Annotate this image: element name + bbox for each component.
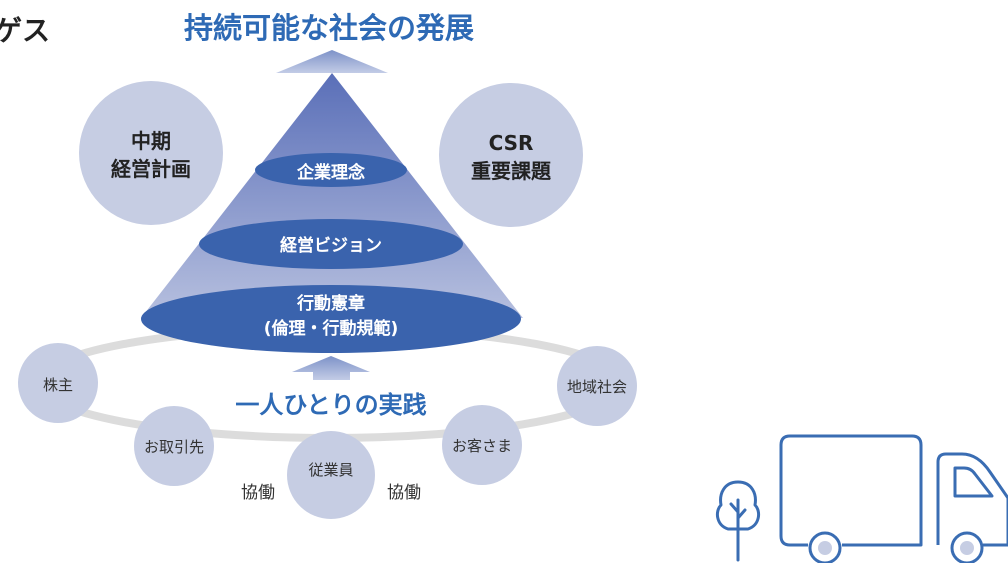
tree-icon <box>715 480 761 562</box>
code-of-conduct-ellipse <box>141 285 521 353</box>
customers-label: お客さま <box>452 437 512 455</box>
management-vision-label: 経営ビジョン <box>280 235 382 256</box>
local-community-label: 地域社会 <box>567 378 627 396</box>
practice-arrow <box>292 356 370 380</box>
local-community-circle <box>557 346 637 426</box>
business-partners-circle <box>134 406 214 486</box>
cooperation-label-right: 協働 <box>387 483 421 503</box>
corporate-philosophy-label: 企業理念 <box>296 162 365 183</box>
code-of-conduct-label: 行動憲章 <box>296 293 365 314</box>
employees-circle <box>287 431 375 519</box>
corporate-philosophy-ellipse <box>255 153 407 187</box>
csr-issues-circle <box>439 83 583 227</box>
mid-term-plan-label-1: 中期 <box>131 129 171 153</box>
customers-circle <box>442 405 522 485</box>
shareholders-circle <box>18 343 98 423</box>
employees-label: 従業員 <box>308 461 353 479</box>
goal-arrow-head <box>276 50 388 73</box>
truck-icon <box>779 434 1008 563</box>
management-vision-ellipse <box>199 219 463 269</box>
individual-practice-label: 一人ひとりの実践 <box>235 391 426 419</box>
section-heading-fragment: ゲス <box>0 14 50 47</box>
goal-title: 持続可能な社会の発展 <box>184 11 474 45</box>
csr-label-1: CSR <box>489 131 534 155</box>
mid-term-plan-label-2: 経営計画 <box>111 157 191 181</box>
business-partners-label: お取引先 <box>144 438 204 456</box>
mid-term-plan-circle <box>79 81 223 225</box>
csr-label-2: 重要課題 <box>471 159 552 183</box>
cooperation-label-left: 協働 <box>241 483 275 503</box>
code-of-conduct-sublabel: (倫理・行動規範) <box>264 318 399 339</box>
shareholders-label: 株主 <box>43 376 73 394</box>
